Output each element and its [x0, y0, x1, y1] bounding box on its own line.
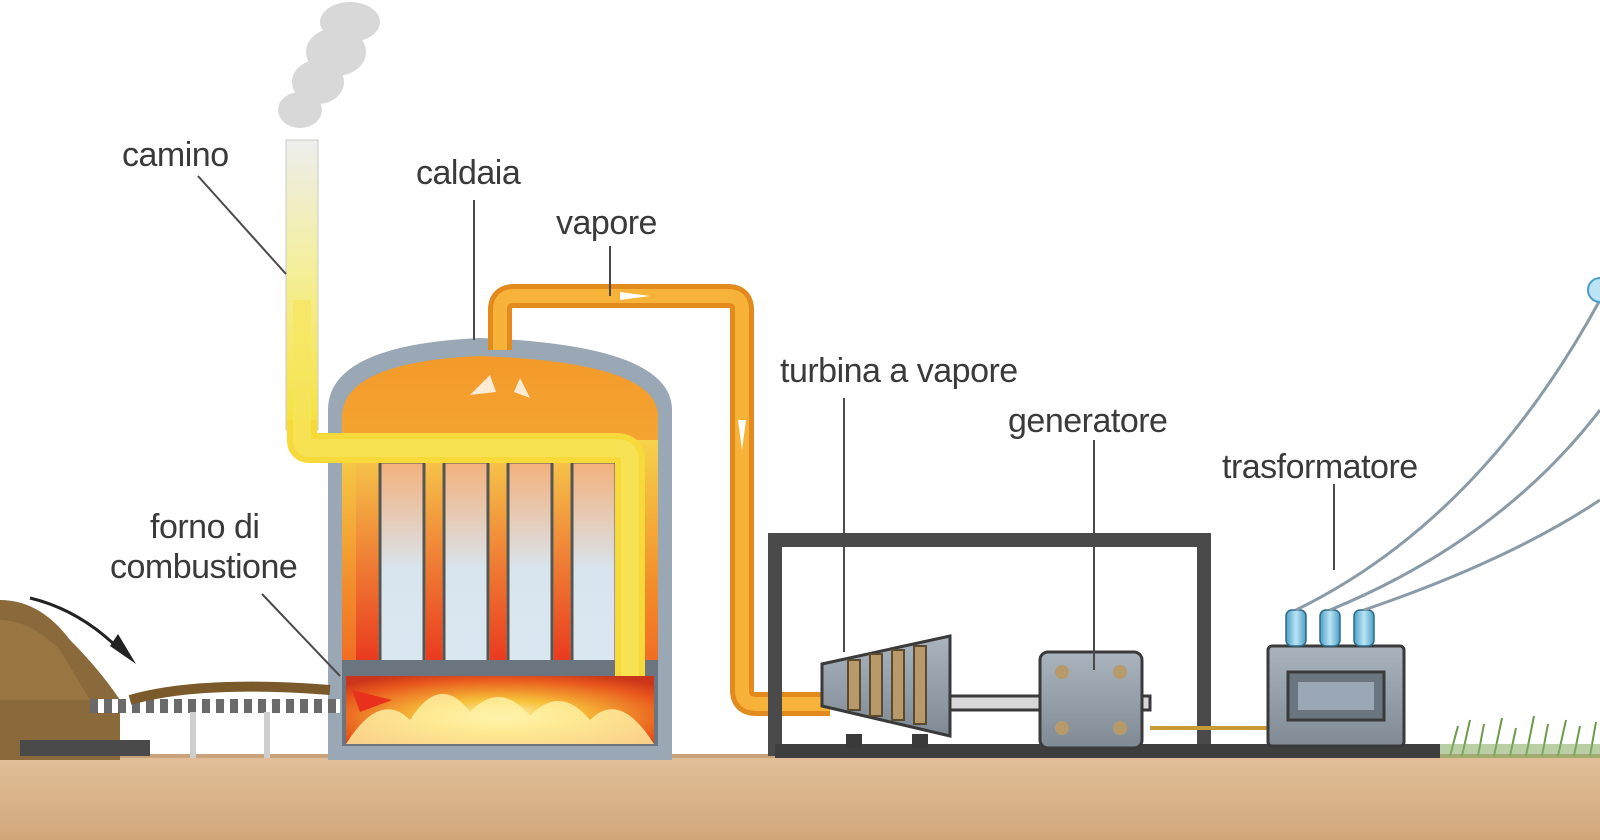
leader-lines — [197, 175, 1335, 677]
power-lines — [1295, 299, 1600, 612]
label-turbine: turbina a vapore — [780, 352, 1018, 390]
transformer-insulators — [1285, 609, 1375, 647]
furnace-fire — [346, 676, 654, 744]
conveyor — [20, 681, 340, 758]
label-boiler: caldaia — [416, 154, 521, 192]
label-generator: generatore — [1008, 402, 1167, 440]
ground — [0, 756, 1600, 840]
power-line-insulator — [1587, 277, 1600, 303]
label-furnace-line2: combustione — [110, 548, 297, 586]
generator — [1038, 650, 1144, 750]
steam-turbine — [820, 634, 952, 748]
label-steam: vapore — [556, 204, 657, 242]
fuel-pile — [0, 600, 120, 760]
label-chimney: camino — [122, 136, 229, 174]
grass — [1449, 715, 1597, 757]
turbine-hall-frame — [768, 533, 1211, 756]
label-transformer: trasformatore — [1222, 448, 1418, 486]
fuel-arrow — [29, 596, 122, 652]
label-furnace-line1: forno di — [150, 508, 259, 546]
fuel-arrow-head — [110, 634, 136, 664]
steam-flow-arrows — [470, 292, 746, 450]
smoke — [278, 2, 380, 128]
transformer — [1266, 609, 1406, 748]
